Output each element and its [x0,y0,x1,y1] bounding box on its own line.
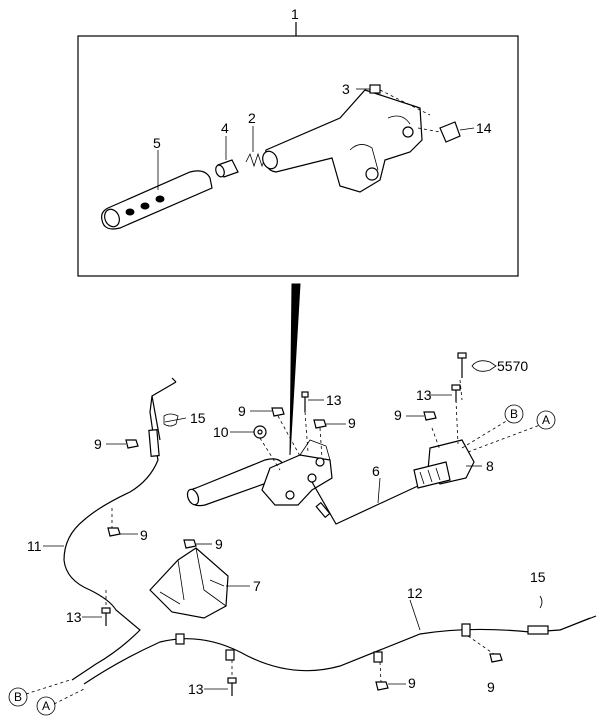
bolt-13-c [101,607,111,626]
svg-text:B: B [510,407,518,421]
label-9-d: 9 [394,407,402,423]
main-lever-installed [186,439,333,507]
label-14: 14 [476,120,492,136]
front-cable-6 [311,481,421,525]
label-9-a: 9 [238,403,246,419]
clip-14 [417,121,475,143]
label-9-f: 9 [215,536,223,552]
label-13-c: 13 [66,609,82,625]
nut-9-e [107,527,121,537]
label-6: 6 [372,463,380,479]
ref-5570-tag [471,360,497,372]
label-13-d: 13 [188,681,204,697]
svg-text:A: A [542,413,550,427]
nut-9-b [313,419,327,429]
label-7: 7 [253,578,261,594]
svg-text:B: B [14,690,22,704]
label-9-c: 9 [348,415,356,431]
label-5: 5 [153,135,161,151]
lever-grip [101,170,213,230]
bolt-13-d [227,677,237,696]
label-3: 3 [342,81,350,97]
rear-cable-12 [83,615,597,685]
washer-10 [253,425,267,439]
label-9-g: 9 [487,679,495,695]
nut-9-c [423,411,437,421]
label-9-b: 9 [94,436,102,452]
label-1: 1 [291,6,299,22]
label-2: 2 [248,110,256,126]
label-10: 10 [213,424,229,440]
label-leaders [43,88,452,690]
nut-9-h [183,539,197,549]
label-4: 4 [221,120,229,136]
bolt-13-b [451,384,461,402]
connector-b-bottom: B [8,687,28,707]
pointer-wedge [289,283,301,456]
release-spring [245,152,267,168]
connector-a-bottom: A [36,696,56,716]
label-9-h: 9 [408,675,416,691]
label-5570: 5570 [497,358,528,374]
connector-b-top: B [504,404,524,424]
svg-text:A: A [42,699,50,713]
label-9-e: 9 [140,527,148,543]
part-labels: 1 2 3 4 5 14 5570 13 15 9 9 10 9 13 9 6 … [27,6,546,697]
equalizer-bracket-8 [413,379,475,489]
lever-assembly [262,89,423,193]
label-15-b: 15 [530,569,546,585]
release-button [215,159,239,178]
nut-9-f [375,681,389,691]
label-13-a: 13 [416,387,432,403]
rear-cable-11 [63,377,177,681]
bolt-13-a [301,391,309,412]
label-15-a: 15 [190,410,206,426]
label-8: 8 [486,458,494,474]
nut-9-a [271,407,285,417]
nut-9-g [489,653,503,663]
label-11: 11 [27,538,42,554]
bolt-5570 [457,352,467,378]
assembly-detail-box [77,22,519,277]
bracket-7 [149,547,229,619]
label-12: 12 [407,585,423,601]
nut-9-d [125,439,139,449]
connector-a-top: A [536,410,556,430]
label-13-b: 13 [326,392,342,408]
